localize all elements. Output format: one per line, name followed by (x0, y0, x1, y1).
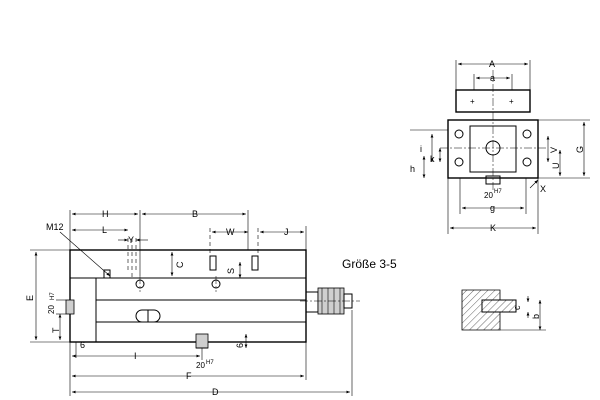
dim-V: V (549, 147, 559, 153)
dim-K: K (490, 223, 496, 233)
end-body (447, 119, 539, 179)
dim-k: k (430, 154, 435, 164)
svg-text:H7: H7 (206, 360, 214, 366)
dim-h: h (410, 164, 415, 174)
dim-b: b (531, 314, 541, 319)
dim-20-bottom: 20 (196, 361, 205, 370)
dim-Y: Y (128, 235, 134, 245)
vise-body (69, 249, 307, 343)
svg-text:+: + (509, 97, 514, 106)
dim-20-left: 20 (47, 305, 56, 314)
dim-E: E (25, 295, 35, 301)
end-view: + + A a G U V X h (410, 59, 590, 234)
dim-F: F (186, 371, 192, 381)
dim-a: a (490, 73, 495, 83)
dim-B: B (192, 209, 198, 219)
dim-c: c (512, 305, 522, 310)
thread-label: M12 (46, 222, 64, 232)
spindle-end (305, 291, 319, 313)
dim-S: S (226, 268, 236, 274)
svg-text:+: + (470, 97, 475, 106)
front-view: M12 H B L Y W J C S E T 20 (25, 209, 360, 397)
dim-I: I (134, 351, 137, 361)
detail-view: c b (461, 289, 546, 331)
dim-C: C (175, 261, 185, 268)
dim-X: X (540, 184, 546, 194)
size-label: Größe 3-5 (342, 257, 397, 271)
dim-W: W (226, 227, 235, 237)
dim-i: i (420, 144, 422, 154)
dim-J: J (284, 227, 289, 237)
end-dim-20: 20 (484, 191, 493, 200)
dim-T: T (51, 327, 61, 333)
svg-text:H7: H7 (494, 189, 502, 195)
dim-6-left: 6 (80, 340, 85, 350)
dim-U: U (551, 163, 561, 170)
dim-L: L (102, 225, 107, 235)
dim-A: A (489, 59, 495, 69)
dim-6-bottom: 6 (235, 343, 245, 348)
svg-text:H7: H7 (50, 292, 56, 300)
dim-G: G (575, 146, 585, 153)
dim-g: g (490, 203, 495, 213)
dim-D: D (212, 387, 219, 397)
dim-H: H (102, 209, 109, 219)
